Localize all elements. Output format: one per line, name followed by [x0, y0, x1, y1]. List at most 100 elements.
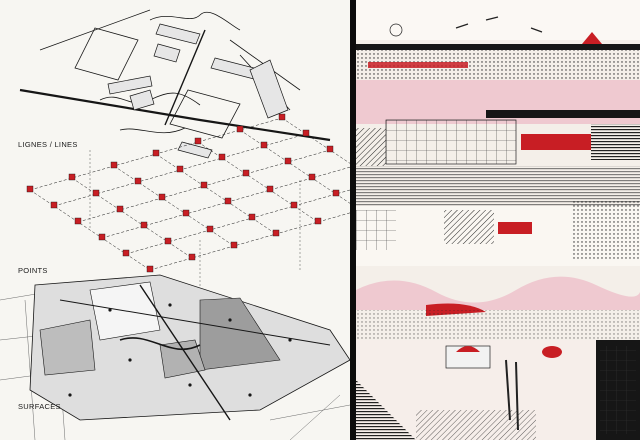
main-gallery-line	[19, 88, 331, 142]
folly-point	[140, 221, 148, 229]
striped-wedge	[356, 380, 416, 440]
axonometric-drawing	[0, 9, 350, 440]
surface-plot-3	[39, 319, 96, 376]
surface-folly-markers	[68, 303, 292, 397]
grid-line	[71, 177, 193, 259]
folly-point	[266, 185, 274, 193]
folly-point	[314, 217, 322, 225]
collage-panel	[356, 0, 640, 440]
gallery-blocks	[107, 23, 289, 159]
gallery-block-7	[177, 141, 213, 159]
folly-point	[164, 237, 172, 245]
panel-divider	[350, 0, 356, 440]
points-layer-drawing	[26, 113, 350, 273]
collage-drawing	[356, 0, 640, 440]
sky-band	[356, 0, 640, 40]
gallery-block-6	[129, 89, 155, 111]
grid-line	[197, 141, 319, 223]
red-pyramid	[582, 32, 602, 44]
grid-line	[239, 129, 350, 204]
folly-point	[68, 173, 76, 181]
folly-point	[50, 201, 58, 209]
folly-point	[122, 249, 130, 257]
grid-line	[281, 117, 350, 164]
folly-marker	[168, 303, 172, 307]
surface-triangle-garden	[199, 297, 281, 371]
gallery-block-3	[107, 75, 153, 95]
folly-point	[188, 253, 196, 261]
hatched-block-2	[444, 210, 494, 244]
folly-point	[26, 185, 34, 193]
folly-point	[290, 201, 298, 209]
curved-path-2	[149, 12, 241, 31]
grid-line	[113, 165, 235, 247]
hatched-foreground	[416, 410, 536, 440]
folly-point	[158, 193, 166, 201]
cross-gallery-line	[164, 29, 206, 126]
folly-point	[200, 181, 208, 189]
grid-building	[385, 119, 517, 165]
red-dome	[456, 346, 480, 352]
red-block	[498, 222, 532, 234]
parcel-outline-2	[169, 89, 241, 139]
surface-plot-2	[159, 339, 206, 379]
folly-point	[218, 153, 226, 161]
folly-marker	[68, 393, 72, 397]
street-7	[289, 394, 341, 440]
black-strip	[486, 110, 640, 118]
folly-marker	[128, 358, 132, 362]
folly-point	[326, 145, 334, 153]
gallery-block-2	[153, 43, 181, 63]
folly-point	[242, 169, 250, 177]
folly-point	[308, 173, 316, 181]
horizon-band	[356, 44, 640, 50]
gallery-block-5	[249, 59, 289, 119]
folly-marker	[188, 383, 192, 387]
tower-grid	[600, 346, 636, 434]
folly-point	[230, 241, 238, 249]
folly-point	[134, 177, 142, 185]
path-line-1	[39, 9, 151, 51]
surfaces-layer-drawing	[0, 274, 350, 440]
folly-marker	[288, 338, 292, 342]
folly-point	[116, 205, 124, 213]
layer-label-surfaces: SURFACES	[18, 402, 61, 411]
folly-point	[332, 189, 340, 197]
folly-point	[278, 113, 286, 121]
folly-point	[260, 141, 268, 149]
red-strip-1	[368, 62, 468, 68]
grid-line	[155, 153, 277, 235]
folly-point	[152, 149, 160, 157]
layer-label-points: POINTS	[18, 266, 48, 275]
curved-path-3	[119, 127, 186, 134]
hatched-block-1	[356, 128, 386, 166]
pink-hills	[356, 276, 640, 310]
flying-figure-2	[485, 16, 499, 21]
striped-field	[356, 166, 640, 206]
red-slab	[521, 134, 591, 150]
folly-point	[236, 125, 244, 133]
folly-point	[146, 265, 154, 273]
folly-marker	[248, 393, 252, 397]
folly-point	[182, 209, 190, 217]
folly-point	[98, 233, 106, 241]
folly-point	[284, 157, 292, 165]
planet-sketch	[389, 23, 403, 37]
folly-point	[302, 129, 310, 137]
red-sphere	[542, 346, 562, 358]
folly-point	[74, 217, 82, 225]
folly-point	[248, 213, 256, 221]
surface-cross-line	[59, 299, 331, 346]
folly-point	[92, 189, 100, 197]
flying-figure-1	[455, 23, 469, 29]
dotted-field-2	[356, 310, 640, 340]
grid-line	[149, 212, 350, 271]
surface-path-curve	[119, 337, 201, 351]
street-4	[24, 299, 36, 440]
folly-point	[176, 165, 184, 173]
exploded-axonometric-panel: LIGNES / LINES POINTS SURFACES	[0, 0, 350, 440]
gallery-block-1	[155, 23, 201, 45]
folly-marker	[228, 318, 232, 322]
tree-cluster	[571, 200, 640, 260]
